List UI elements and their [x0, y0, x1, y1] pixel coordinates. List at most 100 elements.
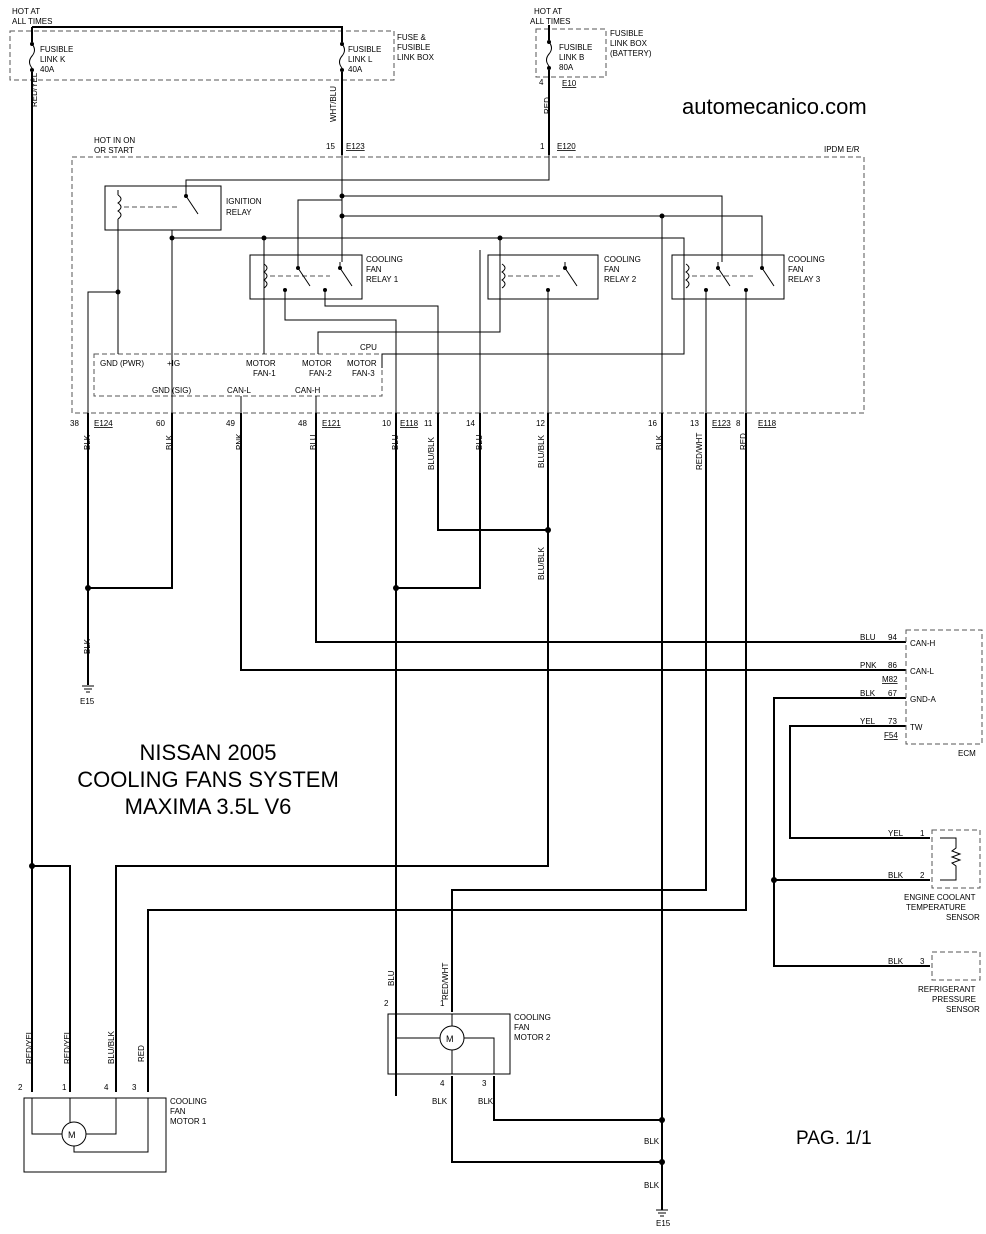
svg-text:RED: RED — [137, 1045, 146, 1062]
svg-text:BLU/BLK: BLU/BLK — [537, 434, 546, 468]
fuse-box-left: HOT AT ALL TIMES FUSE & FUSIBLE LINK BOX… — [9, 7, 435, 155]
svg-text:86: 86 — [888, 661, 897, 670]
svg-text:BLK: BLK — [432, 1097, 448, 1106]
svg-text:E124: E124 — [94, 419, 113, 428]
svg-text:14: 14 — [466, 419, 475, 428]
svg-text:CPU: CPU — [360, 343, 377, 352]
svg-text:CAN-L: CAN-L — [227, 386, 252, 395]
svg-text:8: 8 — [736, 419, 741, 428]
fuse-box-battery: HOT AT ALL TIMES FUSIBLE LINK BOX (BATTE… — [530, 7, 652, 155]
svg-text:10: 10 — [382, 419, 391, 428]
svg-text:SENSOR: SENSOR — [946, 1005, 980, 1014]
svg-text:BLU: BLU — [860, 633, 876, 642]
cooling-fan-relay-3: COOLING FAN RELAY 3 — [671, 254, 825, 300]
svg-text:49: 49 — [226, 419, 235, 428]
svg-text:SENSOR: SENSOR — [946, 913, 980, 922]
svg-text:BLU: BLU — [309, 434, 318, 450]
svg-text:3: 3 — [920, 957, 925, 966]
svg-text:94: 94 — [888, 633, 897, 642]
svg-text:13: 13 — [690, 419, 699, 428]
svg-text:(BATTERY): (BATTERY) — [610, 49, 652, 58]
svg-text:1: 1 — [920, 829, 925, 838]
svg-text:YEL: YEL — [888, 829, 904, 838]
svg-text:WHT/BLU: WHT/BLU — [329, 86, 338, 122]
svg-text:4: 4 — [104, 1083, 109, 1092]
ipdm-label: IPDM E/R — [824, 145, 860, 154]
svg-text:RED: RED — [543, 97, 552, 114]
svg-text:MOTOR 1: MOTOR 1 — [170, 1117, 207, 1126]
fusible-link-k-label: FUSIBLE — [40, 45, 73, 54]
title-line-2: COOLING FANS SYSTEM — [77, 767, 339, 792]
svg-text:LINK BOX: LINK BOX — [610, 39, 648, 48]
svg-text:PNK: PNK — [235, 433, 244, 450]
svg-text:40A: 40A — [348, 65, 363, 74]
svg-text:MOTOR: MOTOR — [347, 359, 377, 368]
svg-text:COOLING: COOLING — [788, 255, 825, 264]
ipdm-er: IPDM E/R HOT IN ON OR START IGNITION REL… — [71, 136, 865, 414]
svg-text:60: 60 — [156, 419, 165, 428]
svg-text:BLU: BLU — [387, 970, 396, 986]
svg-text:38: 38 — [70, 419, 79, 428]
wires — [29, 88, 930, 1210]
svg-text:11: 11 — [424, 419, 433, 428]
svg-text:67: 67 — [888, 689, 897, 698]
svg-text:HOT AT: HOT AT — [534, 7, 562, 16]
svg-text:RELAY: RELAY — [226, 208, 252, 217]
svg-text:4: 4 — [539, 78, 544, 87]
title-line-1: NISSAN 2005 — [140, 740, 277, 765]
svg-text:COOLING: COOLING — [514, 1013, 551, 1022]
svg-text:2: 2 — [384, 999, 389, 1008]
svg-text:CAN-H: CAN-H — [295, 386, 321, 395]
svg-text:73: 73 — [888, 717, 897, 726]
svg-text:COOLING: COOLING — [366, 255, 403, 264]
svg-text:BLK: BLK — [478, 1097, 494, 1106]
svg-text:CAN-H: CAN-H — [910, 639, 936, 648]
title-line-3: MAXIMA 3.5L V6 — [125, 794, 292, 819]
svg-text:RED: RED — [739, 433, 748, 450]
hot-at-all-times-label: HOT AT — [12, 7, 40, 16]
svg-text:FAN: FAN — [514, 1023, 530, 1032]
watermark: automecanico.com — [682, 94, 867, 119]
fusible-link-l-label: FUSIBLE — [348, 45, 381, 54]
svg-text:M: M — [68, 1130, 76, 1140]
svg-text:BLK: BLK — [644, 1181, 660, 1190]
svg-text:BLU/BLK: BLU/BLK — [107, 1030, 116, 1064]
svg-text:RELAY 2: RELAY 2 — [604, 275, 637, 284]
svg-text:2: 2 — [920, 871, 925, 880]
svg-text:FUSIBLE: FUSIBLE — [610, 29, 643, 38]
page-number: PAG. 1/1 — [796, 1128, 872, 1149]
svg-text:BLK: BLK — [165, 434, 174, 450]
svg-text:YEL: YEL — [860, 717, 876, 726]
svg-text:LINK K: LINK K — [40, 55, 66, 64]
ground-e15-lower: BLK BLK E15 — [644, 1137, 671, 1228]
svg-text:BLK: BLK — [644, 1137, 660, 1146]
svg-text:RELAY 3: RELAY 3 — [788, 275, 821, 284]
svg-text:40A: 40A — [40, 65, 55, 74]
svg-text:E123: E123 — [712, 419, 731, 428]
svg-text:M82: M82 — [882, 675, 898, 684]
svg-text:TEMPERATURE: TEMPERATURE — [906, 903, 966, 912]
svg-text:BLK: BLK — [888, 957, 904, 966]
ground-e15-upper: E15 — [80, 685, 95, 706]
svg-text:RED/YEL: RED/YEL — [30, 72, 39, 107]
svg-text:GND (PWR): GND (PWR) — [100, 359, 144, 368]
svg-text:BLK: BLK — [860, 689, 876, 698]
svg-text:BLK: BLK — [83, 434, 92, 450]
svg-text:ENGINE COOLANT: ENGINE COOLANT — [904, 893, 976, 902]
svg-text:FAN-1: FAN-1 — [253, 369, 276, 378]
svg-text:BLU/BLK: BLU/BLK — [427, 436, 436, 470]
svg-text:COOLING: COOLING — [170, 1097, 207, 1106]
svg-text:BLU: BLU — [475, 434, 484, 450]
ignition-relay: IGNITION RELAY — [104, 185, 262, 231]
svg-text:F54: F54 — [884, 731, 898, 740]
svg-text:GND-A: GND-A — [910, 695, 936, 704]
svg-text:12: 12 — [536, 419, 545, 428]
svg-text:FUSIBLE: FUSIBLE — [559, 43, 592, 52]
svg-text:FUSE &: FUSE & — [397, 33, 427, 42]
